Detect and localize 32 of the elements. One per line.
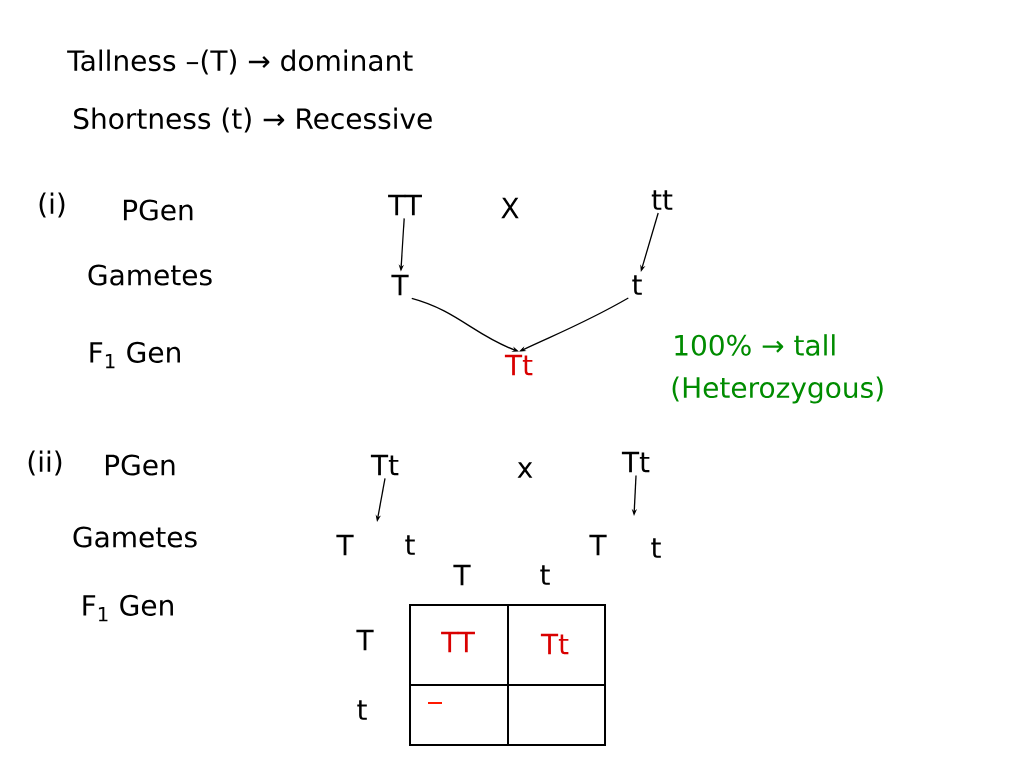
- genotype-text: Tt: [621, 451, 650, 473]
- note-text: Tallness –(T) → dominant: [67, 49, 413, 75]
- cross-sign: x: [517, 462, 533, 478]
- grid-cell-text: Tt: [540, 633, 569, 655]
- genotype-text: Tt: [370, 454, 399, 476]
- part-number: (ii): [28, 450, 62, 476]
- row-label: F$_{1}$ Gen: [83, 594, 173, 622]
- gamete-label: t: [651, 538, 661, 558]
- genotype-text: t: [632, 275, 642, 295]
- note-text: 100% → tall: [675, 334, 835, 356]
- genotype-text: Tt: [504, 354, 533, 376]
- note-text: (Heterozygous): [672, 376, 883, 404]
- gamete-label: t: [405, 535, 415, 555]
- row-label: F$_{1}$ Gen: [90, 341, 180, 369]
- gamete-label: T: [589, 534, 607, 556]
- row-label: Gametes: [88, 264, 212, 286]
- column-header: T: [453, 564, 471, 586]
- genotype-text: TT: [388, 194, 422, 216]
- cross-sign: X: [501, 197, 519, 219]
- arrow: [519, 297, 629, 352]
- row-header: T: [356, 629, 374, 651]
- genotype-text: tt: [651, 190, 673, 210]
- row-label: Gametes: [73, 526, 197, 548]
- row-header: t: [357, 700, 367, 720]
- grid-cell-text: TT: [441, 631, 475, 653]
- column-header: t: [540, 565, 550, 585]
- part-number: (i): [39, 192, 65, 218]
- row-label: PGen: [105, 454, 175, 476]
- genotype-text: T: [391, 274, 409, 296]
- row-label: PGen: [123, 199, 193, 221]
- note-text: Shortness (t) → Recessive: [74, 107, 432, 133]
- gamete-label: T: [336, 534, 354, 556]
